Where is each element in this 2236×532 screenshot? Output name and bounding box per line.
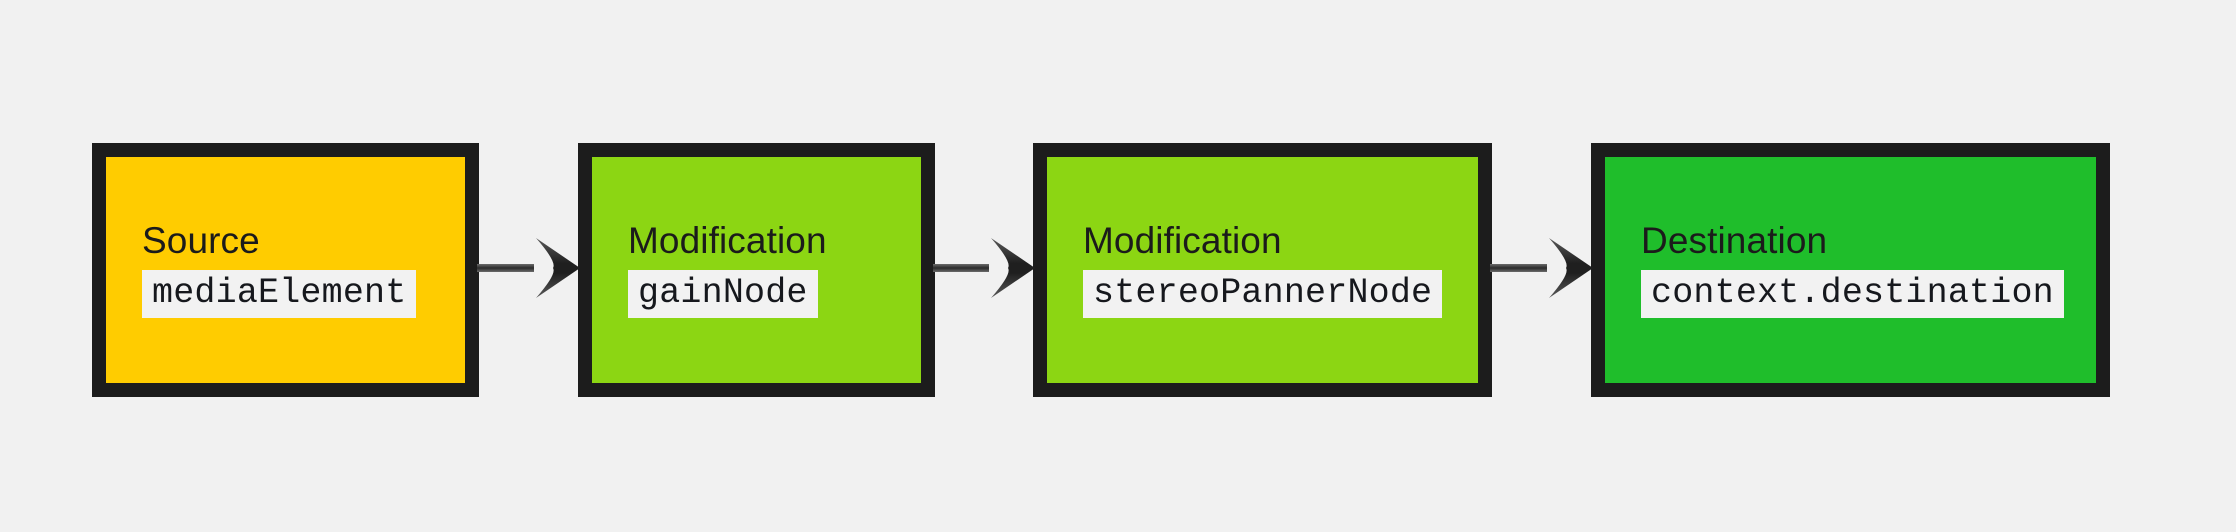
node-title: Destination bbox=[1641, 219, 1828, 261]
node-title: Modification bbox=[1083, 219, 1282, 261]
edge-source-gain bbox=[477, 238, 580, 298]
edge-arrowhead bbox=[1549, 238, 1593, 298]
edge-gain-panner bbox=[933, 238, 1035, 298]
flow-node-destination[interactable]: Destination context.destination bbox=[1591, 143, 2110, 397]
flow-node-panner[interactable]: Modification stereoPannerNode bbox=[1033, 143, 1492, 397]
node-code-chip: mediaElement bbox=[142, 269, 417, 319]
edge-shaft bbox=[477, 264, 534, 272]
edge-shaft bbox=[933, 264, 989, 272]
node-title: Source bbox=[142, 219, 260, 261]
flow-node-source[interactable]: Source mediaElement bbox=[92, 143, 479, 397]
node-code-chip: stereoPannerNode bbox=[1083, 269, 1443, 319]
node-title: Modification bbox=[628, 219, 827, 261]
edge-arrowhead bbox=[991, 238, 1035, 298]
node-code-chip: gainNode bbox=[628, 269, 818, 319]
edge-arrowhead bbox=[536, 238, 580, 298]
flow-node-gain[interactable]: Modification gainNode bbox=[578, 143, 935, 397]
edge-shaft bbox=[1490, 264, 1547, 272]
edge-panner-destination bbox=[1490, 238, 1593, 298]
node-code-chip: context.destination bbox=[1641, 269, 2064, 319]
